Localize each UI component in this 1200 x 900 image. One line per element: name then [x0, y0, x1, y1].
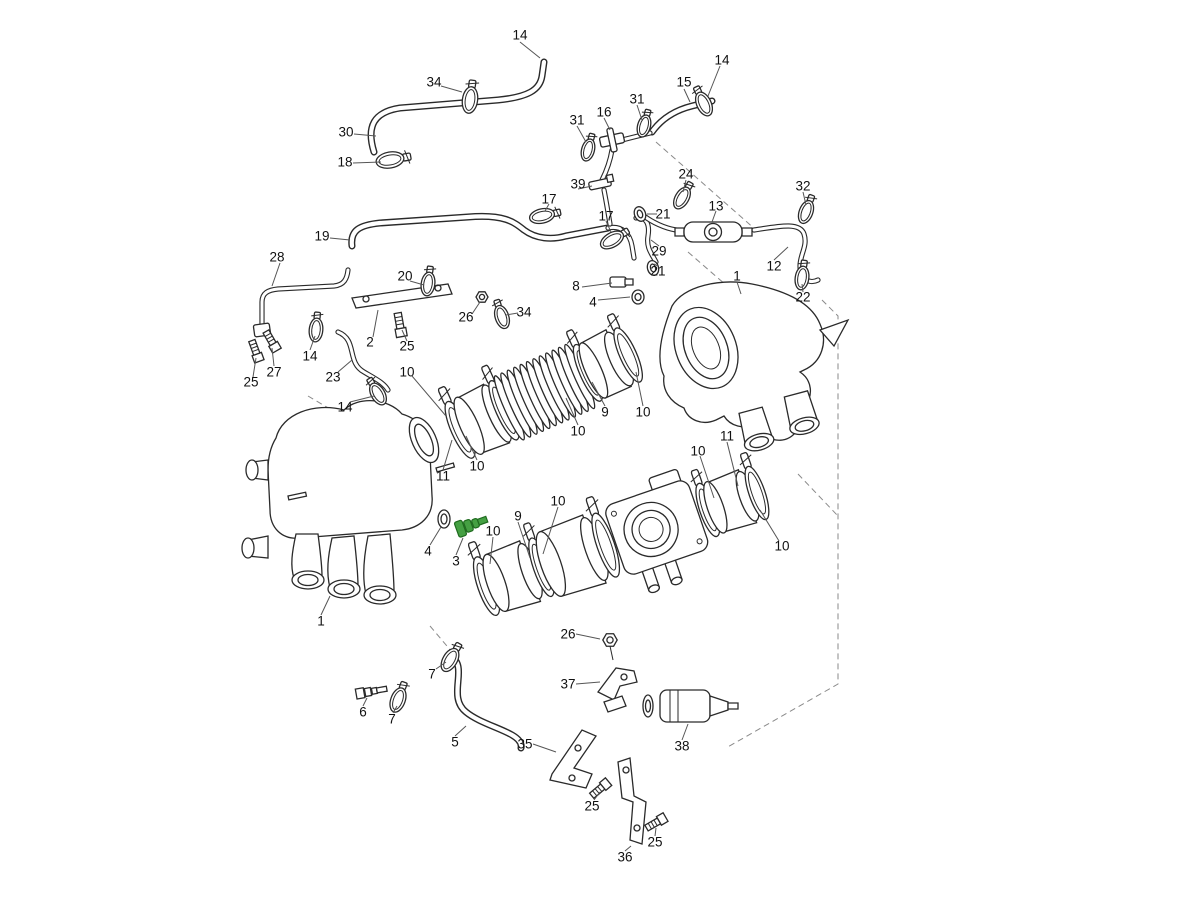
part-label-28[interactable]: 28 — [269, 249, 285, 265]
part-label-14[interactable]: 14 — [302, 348, 318, 364]
part-label-27[interactable]: 27 — [266, 364, 282, 380]
part-label-10[interactable]: 10 — [690, 443, 706, 459]
part-label-10[interactable]: 10 — [550, 493, 566, 509]
part-label-1[interactable]: 1 — [317, 613, 325, 629]
part-label-7[interactable]: 7 — [428, 666, 436, 682]
fitting-6 — [355, 684, 387, 699]
bracket-35 — [550, 730, 596, 788]
part-label-10[interactable]: 10 — [570, 423, 586, 439]
throttle-assembly-lower — [461, 449, 775, 620]
part-label-5[interactable]: 5 — [451, 734, 459, 750]
part-label-3[interactable]: 3 — [452, 553, 460, 569]
intake-manifold-right — [660, 282, 848, 454]
part-label-10[interactable]: 10 — [469, 458, 485, 474]
part-label-20[interactable]: 20 — [397, 268, 413, 284]
part-label-9[interactable]: 9 — [514, 508, 522, 524]
part-label-10[interactable]: 10 — [774, 538, 790, 554]
part-label-24[interactable]: 24 — [678, 166, 694, 182]
part-label-18[interactable]: 18 — [337, 154, 353, 170]
part-label-25[interactable]: 25 — [647, 834, 663, 850]
part-label-11[interactable]: 11 — [435, 468, 451, 484]
bracket-37 — [598, 668, 637, 712]
part-label-25[interactable]: 25 — [399, 338, 415, 354]
part-label-25[interactable]: 25 — [584, 798, 600, 814]
part-label-1[interactable]: 1 — [733, 268, 741, 284]
part-label-14[interactable]: 14 — [714, 52, 730, 68]
bellows-upper — [431, 310, 650, 463]
intake-manifold-left — [242, 401, 454, 604]
part-label-17[interactable]: 17 — [541, 191, 557, 207]
part-label-6[interactable]: 6 — [359, 704, 367, 720]
part-label-31[interactable]: 31 — [629, 91, 645, 107]
part-label-13[interactable]: 13 — [708, 198, 724, 214]
part-label-38[interactable]: 38 — [674, 738, 690, 754]
part-label-12[interactable]: 12 — [766, 258, 782, 274]
bracket-36 — [618, 758, 646, 844]
t-fitting-16 — [598, 126, 626, 154]
part-label-36[interactable]: 36 — [617, 849, 633, 865]
part-label-26[interactable]: 26 — [560, 626, 576, 642]
part-label-35[interactable]: 35 — [517, 736, 533, 752]
part-label-22[interactable]: 22 — [795, 289, 811, 305]
part-label-14[interactable]: 14 — [337, 399, 353, 415]
part-label-4[interactable]: 4 — [589, 294, 597, 310]
part-label-23[interactable]: 23 — [325, 369, 341, 385]
part-label-4[interactable]: 4 — [424, 543, 432, 559]
part-label-31[interactable]: 31 — [569, 112, 585, 128]
part-label-11[interactable]: 11 — [719, 428, 735, 444]
part-label-15[interactable]: 15 — [676, 74, 692, 90]
valve-13 — [675, 222, 752, 242]
part-label-7[interactable]: 7 — [388, 711, 396, 727]
valve-38 — [643, 690, 738, 722]
part-label-8[interactable]: 8 — [572, 278, 580, 294]
small-parts — [246, 78, 820, 844]
part-label-10[interactable]: 10 — [485, 523, 501, 539]
part-label-17[interactable]: 17 — [598, 208, 614, 224]
part-label-21[interactable]: 21 — [650, 263, 666, 279]
part-label-14[interactable]: 14 — [512, 27, 528, 43]
part-label-21[interactable]: 21 — [655, 206, 671, 222]
part-label-16[interactable]: 16 — [596, 104, 612, 120]
part-label-29[interactable]: 29 — [651, 243, 667, 259]
part-label-39[interactable]: 39 — [570, 176, 586, 192]
part-label-2[interactable]: 2 — [366, 334, 374, 350]
hoses — [262, 62, 818, 748]
fitting-3-highlighted — [454, 512, 490, 538]
part-label-9[interactable]: 9 — [601, 404, 609, 420]
part-label-25[interactable]: 25 — [243, 374, 259, 390]
part-label-34[interactable]: 34 — [426, 74, 442, 90]
part-label-19[interactable]: 19 — [314, 228, 330, 244]
part-label-37[interactable]: 37 — [560, 676, 576, 692]
part-label-30[interactable]: 30 — [338, 124, 354, 140]
fitting-8 — [610, 277, 633, 287]
part-label-26[interactable]: 26 — [458, 309, 474, 325]
leader-lines — [253, 42, 806, 851]
part-label-10[interactable]: 10 — [399, 364, 415, 380]
part-label-32[interactable]: 32 — [795, 178, 811, 194]
part-label-10[interactable]: 10 — [635, 404, 651, 420]
part-label-34[interactable]: 34 — [516, 304, 532, 320]
